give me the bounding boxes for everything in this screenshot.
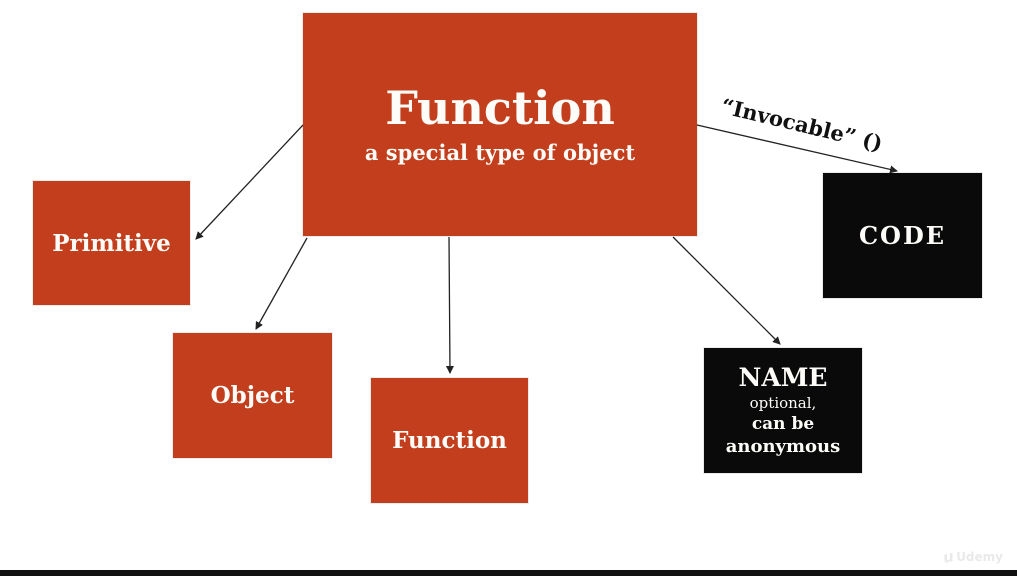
arrow-function-to-object <box>255 237 308 330</box>
udemy-watermark: u Udemy <box>940 547 1003 567</box>
invocable-edge-label: “Invocable” () <box>718 92 886 156</box>
name-title: NAME <box>738 362 828 392</box>
arrow-function-to-primitive <box>195 124 304 240</box>
primitive-box: Primitive <box>33 181 190 305</box>
name-line-anonymous: anonymous <box>725 435 841 457</box>
udemy-logo-icon: u <box>940 547 955 567</box>
code-box: CODE <box>823 173 982 298</box>
arrow-function-to-function-small <box>445 236 454 374</box>
name-line-optional: optional, <box>749 393 817 412</box>
primitive-label: Primitive <box>52 229 171 257</box>
bottom-letterbox-bar <box>0 570 1017 576</box>
udemy-watermark-text: Udemy <box>956 550 1003 564</box>
object-box: Object <box>173 333 332 458</box>
function-small-box: Function <box>371 378 528 503</box>
function-small-label: Function <box>392 427 507 454</box>
name-line-can-be: can be <box>751 413 815 434</box>
name-box: NAME optional, can be anonymous <box>704 348 862 473</box>
function-main-title: Function <box>385 80 615 135</box>
code-label: CODE <box>858 221 947 250</box>
arrow-function-to-name <box>672 236 781 345</box>
object-label: Object <box>210 382 295 409</box>
function-main-box: Function a special type of object <box>303 13 697 236</box>
function-main-subtitle: a special type of object <box>364 139 636 165</box>
